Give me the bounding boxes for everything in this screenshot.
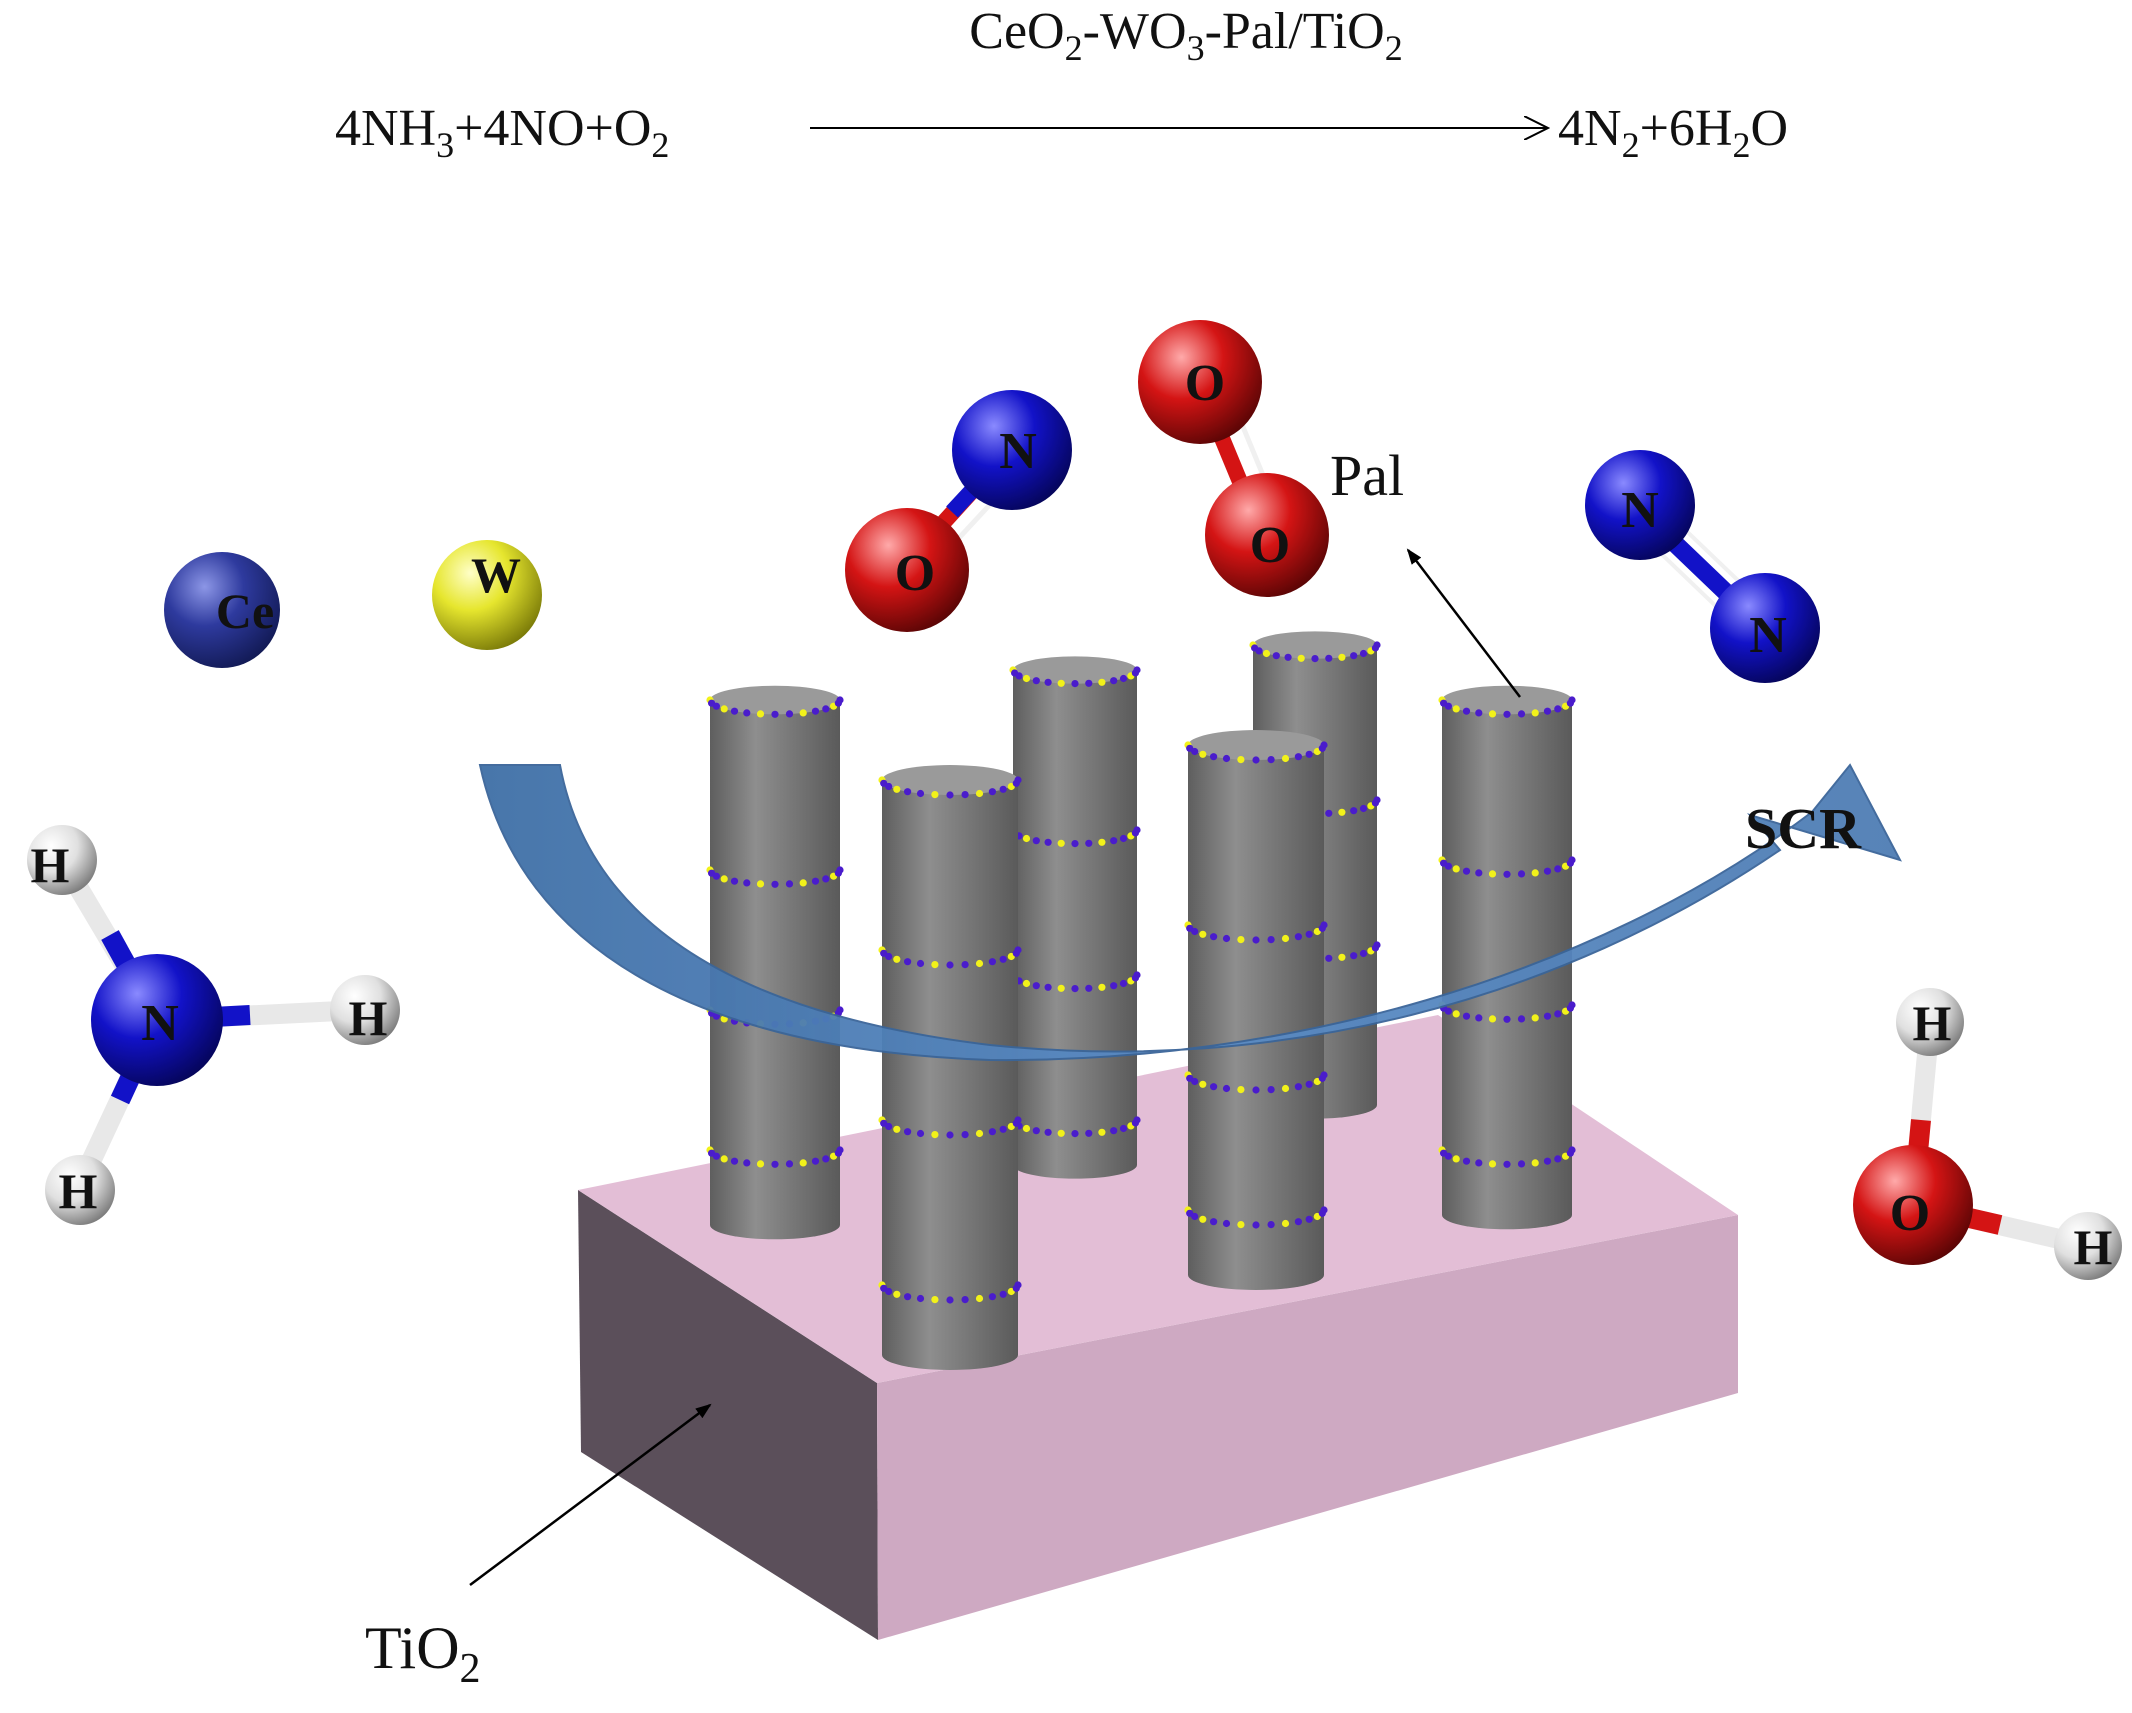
o2-top-label: O [1185, 355, 1225, 412]
w-atom-label: W [471, 547, 521, 603]
scr-label: SCR [1745, 796, 1862, 861]
h2o-h-top-label: H [1913, 995, 1952, 1051]
ce-atom-label: Ce [216, 583, 274, 639]
n2-top-label: N [1621, 482, 1659, 539]
nh3-h-right-label: H [349, 990, 388, 1046]
n2-molecule: N N [1585, 450, 1820, 683]
nh3-molecule: H H H N [27, 825, 400, 1225]
reaction-equation: CeO2-WO3-Pal/TiO2 4NH3+4NO+O2 4N2+6H2O [335, 3, 1788, 165]
h2o-o-label: O [1890, 1185, 1930, 1242]
pal-pillar [1184, 730, 1328, 1290]
nh3-h-bottom-label: H [59, 1163, 98, 1219]
substrate-side-face [578, 1190, 878, 1640]
nh3-h-top-label: H [31, 837, 70, 893]
catalyst-label: CeO2-WO3-Pal/TiO2 [969, 3, 1402, 68]
tio2-label: TiO2 [365, 1615, 481, 1692]
pal-pillar [878, 765, 1022, 1370]
pal-pillar [1438, 685, 1576, 1230]
no-n-label: N [999, 423, 1037, 480]
no-molecule: N O [845, 390, 1072, 632]
h2o-h-right-label: H [2074, 1219, 2113, 1275]
pal-pillar [706, 685, 844, 1240]
ce-atom: Ce [164, 552, 280, 668]
scr-arrow [478, 763, 1902, 1062]
w-atom: W [432, 540, 542, 650]
h2o-molecule: H O H [1853, 988, 2122, 1280]
no-o-label: O [895, 545, 935, 602]
n2-bottom-label: N [1749, 607, 1787, 664]
pal-pillar [1009, 656, 1141, 1179]
o2-bottom-label: O [1250, 517, 1290, 574]
substrate-front-face [877, 1215, 1738, 1640]
pal-pointer-arrow [1406, 548, 1521, 698]
products: 4N2+6H2O [1558, 100, 1788, 165]
o2-molecule: O O [1138, 320, 1329, 597]
tio2-pointer-arrow [469, 1403, 712, 1586]
pal-label: Pal [1330, 443, 1404, 508]
nh3-n-label: N [141, 995, 179, 1052]
reactants: 4NH3+4NO+O2 [335, 100, 669, 165]
